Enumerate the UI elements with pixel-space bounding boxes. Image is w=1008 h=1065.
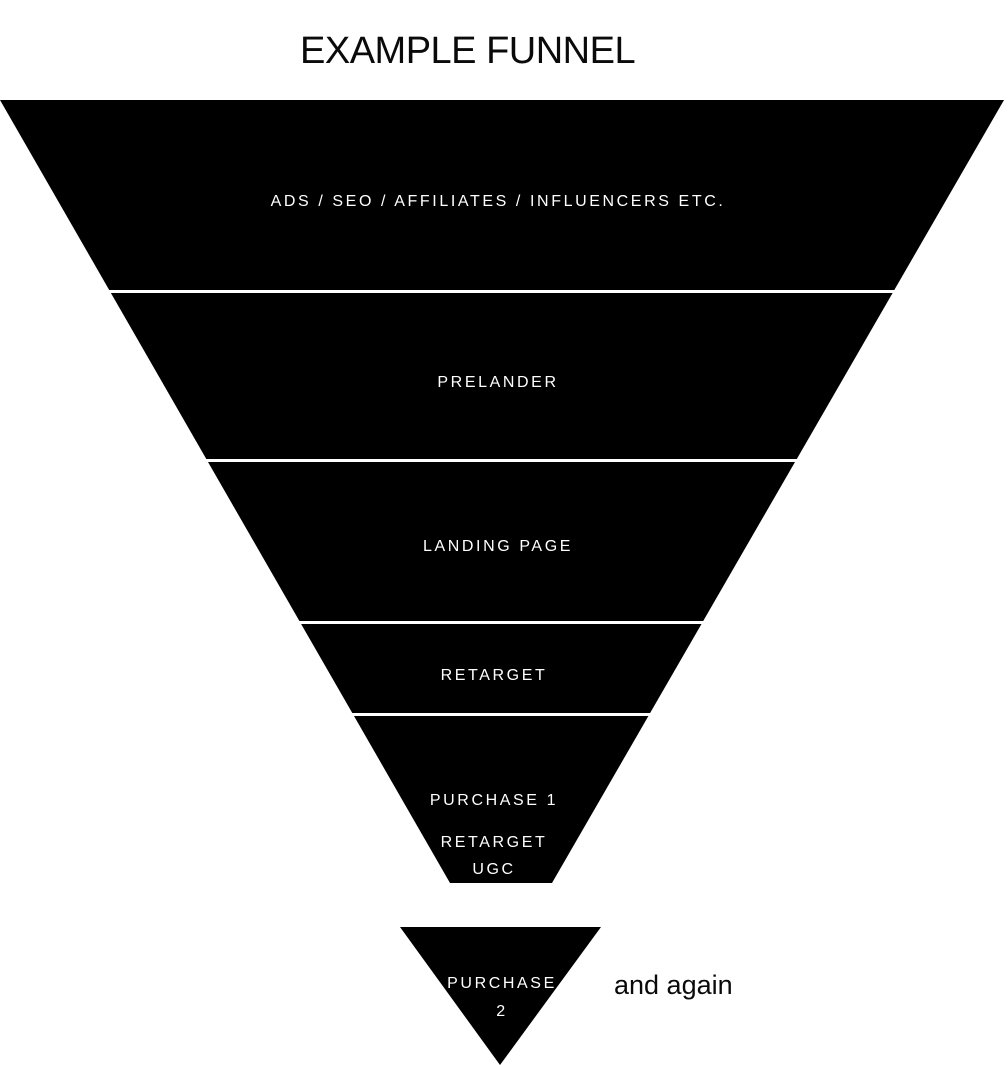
stage-label: RETARGET [441, 667, 548, 684]
funnel-band [301, 624, 702, 713]
funnel-stage-1: ADS / SEO / AFFILIATES / INFLUENCERS ETC… [0, 100, 1004, 290]
second-funnel: PURCHASE 2 [400, 927, 601, 1065]
purchase-2-label: 2 [496, 1003, 508, 1020]
page-title: EXAMPLE FUNNEL [300, 30, 636, 72]
funnel-band [110, 293, 893, 459]
funnel-band [0, 100, 1004, 290]
stage-label: UGC [472, 861, 515, 878]
purchase-2-label: PURCHASE [447, 975, 557, 992]
purchase-2-triangle [400, 927, 601, 1065]
stage-label: LANDING PAGE [423, 538, 573, 555]
stage-label: PURCHASE 1 [430, 792, 558, 809]
stage-label: ADS / SEO / AFFILIATES / INFLUENCERS ETC… [271, 193, 726, 210]
funnel-stage-5: PURCHASE 1 RETARGET UGC [354, 716, 649, 883]
stage-label: PRELANDER [437, 374, 558, 391]
funnel-band [208, 462, 795, 621]
stage-label: RETARGET [441, 834, 548, 851]
funnel-stage-3: LANDING PAGE [208, 462, 795, 621]
funnel-band [354, 716, 649, 883]
funnel-stage-2: PRELANDER [110, 293, 893, 459]
funnel-stage-4: RETARGET [301, 624, 702, 713]
and-again-note: and again [614, 970, 733, 1000]
